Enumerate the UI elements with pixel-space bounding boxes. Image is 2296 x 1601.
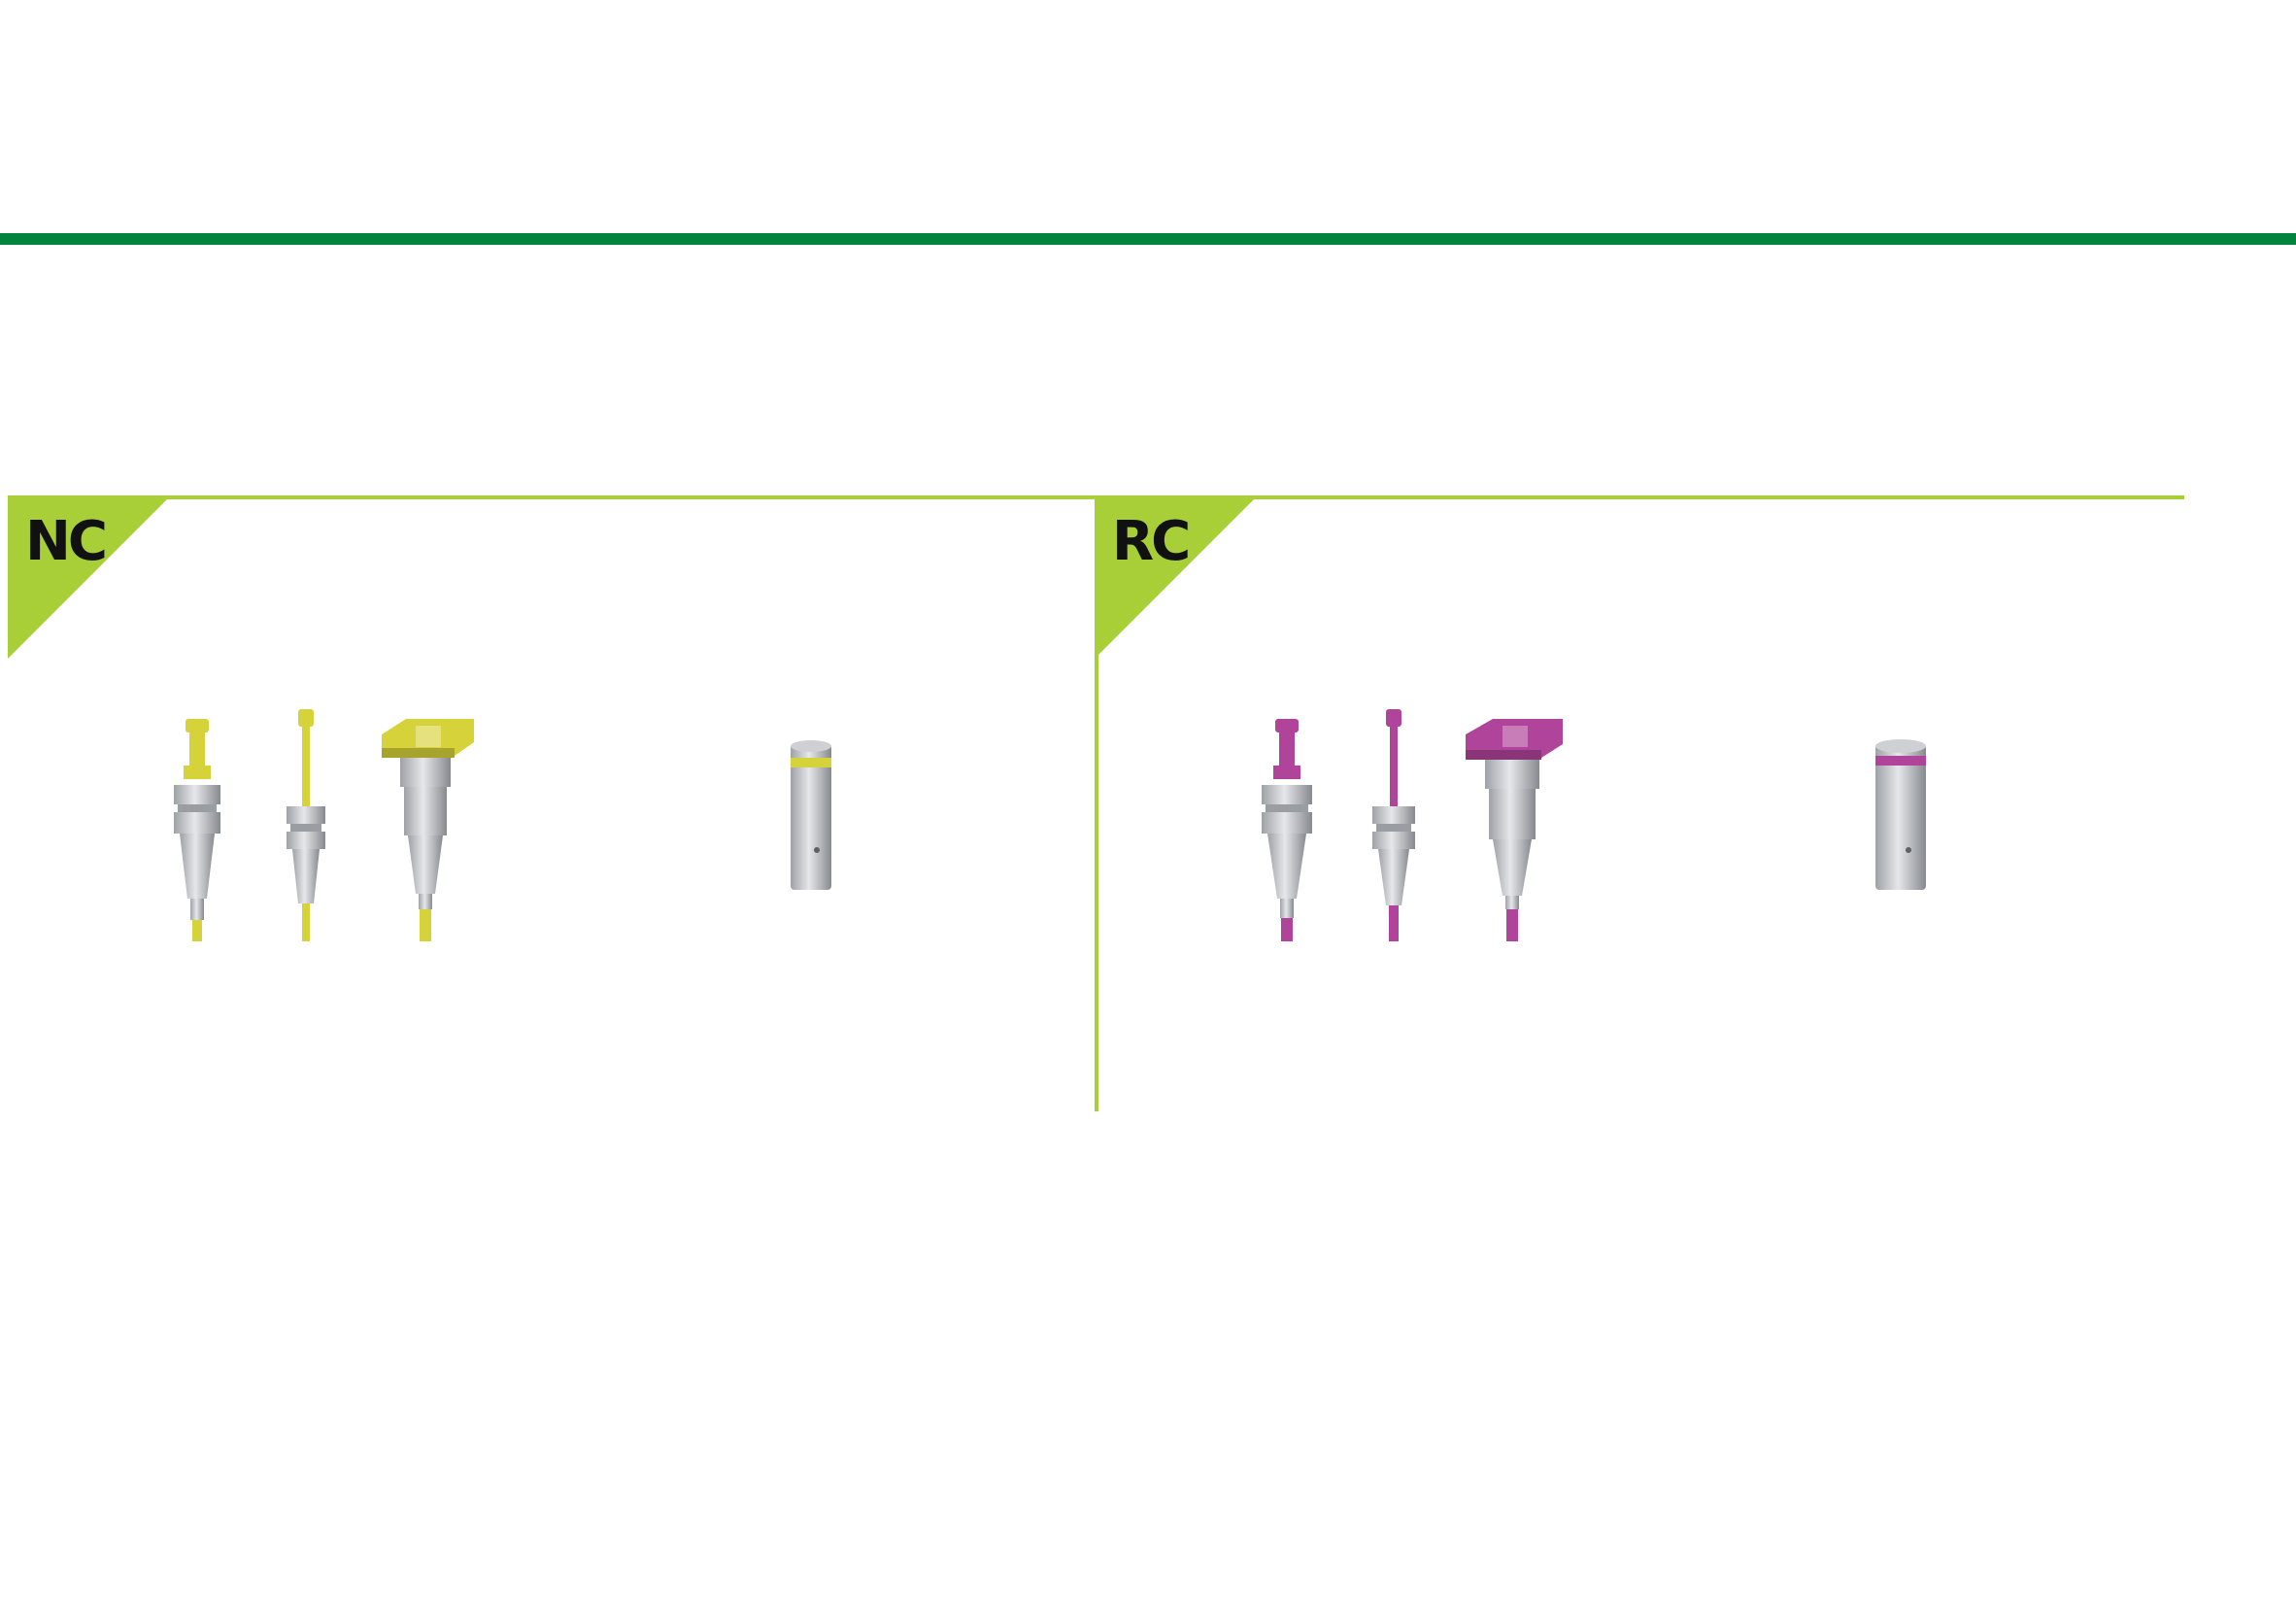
- transfer-post-icon: [174, 719, 220, 941]
- guide-screw-post-icon: [1372, 709, 1415, 941]
- rc-tab-shape: [1095, 499, 1254, 659]
- pickup-coping-icon: [1466, 719, 1563, 941]
- implant-analog-icon: [1875, 739, 1926, 890]
- nc-corner-tab: NC: [8, 499, 173, 659]
- nc-tab-shape: [8, 499, 167, 659]
- nc-components: [174, 709, 831, 941]
- rc-components: [1262, 709, 1926, 941]
- nc-tab-label: NC: [25, 510, 108, 573]
- rc-tab-label: RC: [1112, 510, 1191, 573]
- guide-screw-post-icon: [287, 709, 325, 941]
- implant-analog-icon: [791, 740, 831, 890]
- header-rule: [0, 233, 2296, 245]
- nc-panel-top-rule: [8, 495, 1097, 499]
- pickup-coping-icon: [382, 719, 474, 941]
- rc-corner-tab: RC: [1095, 499, 1260, 659]
- transfer-post-icon: [1262, 719, 1312, 941]
- panel-divider: [1095, 495, 1098, 1111]
- rc-panel-top-rule: [1095, 495, 2184, 499]
